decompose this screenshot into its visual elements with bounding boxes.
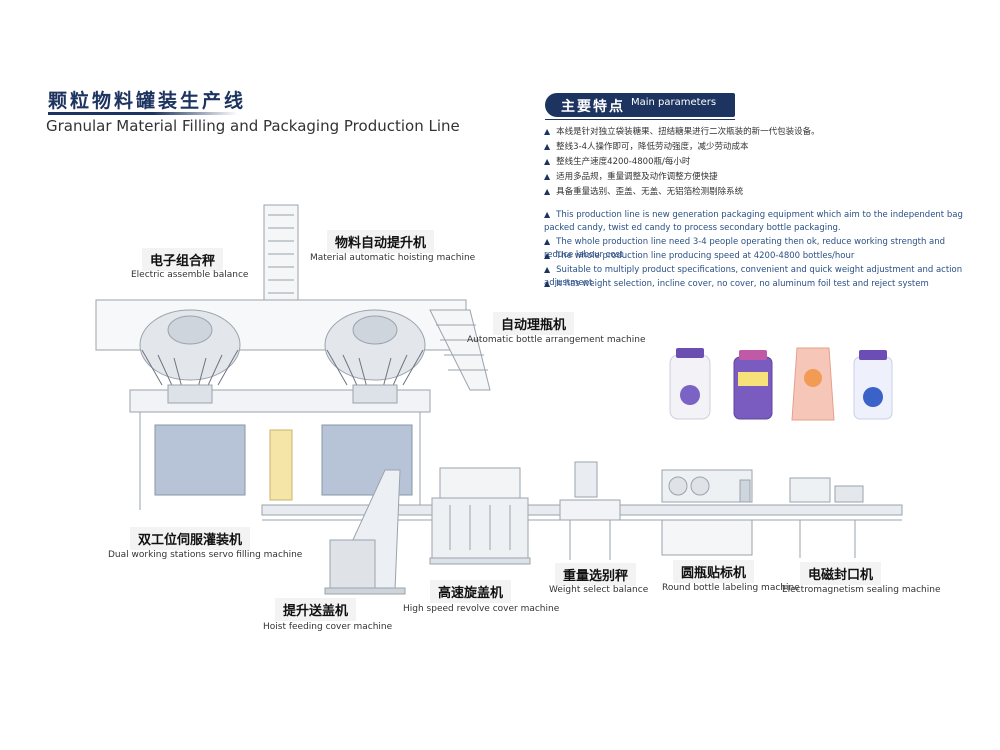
label-hoisting-cn: 物料自动提升机 xyxy=(327,230,435,253)
label-hoisting-en: Material automatic hoisting machine xyxy=(310,253,476,263)
feature-en-item: ▲The whole production line producing spe… xyxy=(544,251,855,261)
badge-title-cn: 主要特点 xyxy=(561,99,625,115)
label-revolve-cover-cn: 高速旋盖机 xyxy=(430,580,512,603)
label-hoist-cover-en: Hoist feeding cover machine xyxy=(263,622,393,632)
hoist-cover-machine xyxy=(324,469,406,595)
label-bottle-arrange-en: Automatic bottle arrangement machine xyxy=(467,335,646,345)
pouch-orange xyxy=(791,347,835,421)
triangle-bullet-icon: ▲ xyxy=(544,237,551,246)
label-electric-balance-cn: 电子组合秤 xyxy=(142,248,224,271)
label-weight-select-cn: 重量选别秤 xyxy=(555,563,637,586)
feature-cn-item: ▲整线生产速度4200-4800瓶/每小时 xyxy=(544,157,691,167)
label-hoist-cover-cn: 提升送盖机 xyxy=(275,598,357,621)
badge-title-en: Main parameters xyxy=(631,97,717,108)
triangle-bullet-icon: ▲ xyxy=(544,172,551,181)
triangle-bullet-icon: ▲ xyxy=(544,142,551,151)
label-labeling-en: Round bottle labeling machine xyxy=(662,583,800,593)
feature-en-item: ▲It has weight selection, incline cover,… xyxy=(544,279,929,289)
feature-cn-item: ▲整线3-4人操作即可，降低劳动强度，减少劳动成本 xyxy=(544,142,749,152)
label-sealing-cn: 电磁封口机 xyxy=(800,562,882,585)
bottle-blue xyxy=(853,350,893,420)
triangle-bullet-icon: ▲ xyxy=(544,127,551,136)
page-title-en: Granular Material Filling and Packaging … xyxy=(46,117,460,135)
feature-en-item: ▲This production line is new generation … xyxy=(544,210,963,233)
feature-cn-item: ▲本线是针对独立袋装糖果、扭结糖果进行二次瓶装的新一代包装设备。 xyxy=(544,127,820,137)
label-dual-filling-cn: 双工位伺服灌装机 xyxy=(130,527,251,550)
filling-cabinets xyxy=(154,424,413,501)
main-parameters-badge xyxy=(545,93,735,117)
badge-underline xyxy=(545,119,735,120)
label-weight-select-en: Weight select balance xyxy=(549,585,649,595)
feature-cn-item: ▲具备重量选别、歪盖、无盖、无铝箔检测剔除系统 xyxy=(544,187,744,197)
label-dual-filling-en: Dual working stations servo filling mach… xyxy=(108,550,303,560)
revolve-cover-machine xyxy=(429,467,531,565)
feature-cn-item: ▲适用多品规，重量调整及动作调整方便快捷 xyxy=(544,172,718,182)
feature-en-item: ▲Suitable to multiply product specificat… xyxy=(544,265,963,288)
labeling-machine xyxy=(661,469,753,556)
sealing-machine xyxy=(789,477,864,558)
label-sealing-en: Electromagnetism sealing machine xyxy=(782,585,941,595)
label-labeling-cn: 圆瓶贴标机 xyxy=(673,560,755,583)
triangle-bullet-icon: ▲ xyxy=(544,265,551,274)
triangle-bullet-icon: ▲ xyxy=(544,187,551,196)
weight-select-machine xyxy=(559,461,621,560)
triangle-bullet-icon: ▲ xyxy=(544,279,551,288)
multihead-weigher-left xyxy=(139,309,241,404)
bottle-purple xyxy=(733,350,773,420)
bottle-white-purple xyxy=(669,348,711,420)
multihead-weigher-right xyxy=(324,309,426,404)
triangle-bullet-icon: ▲ xyxy=(544,157,551,166)
feature-en-item: ▲The whole production line need 3-4 peop… xyxy=(544,237,946,260)
page-title-cn: 颗粒物料罐装生产线 xyxy=(48,90,247,112)
triangle-bullet-icon: ▲ xyxy=(544,210,551,219)
label-electric-balance-en: Electric assemble balance xyxy=(131,270,249,280)
triangle-bullet-icon: ▲ xyxy=(544,251,551,260)
label-bottle-arrange-cn: 自动理瓶机 xyxy=(493,312,575,335)
product-samples xyxy=(669,347,893,421)
label-revolve-cover-en: High speed revolve cover machine xyxy=(403,604,560,614)
title-underline xyxy=(48,112,238,115)
access-stairs xyxy=(429,309,491,391)
